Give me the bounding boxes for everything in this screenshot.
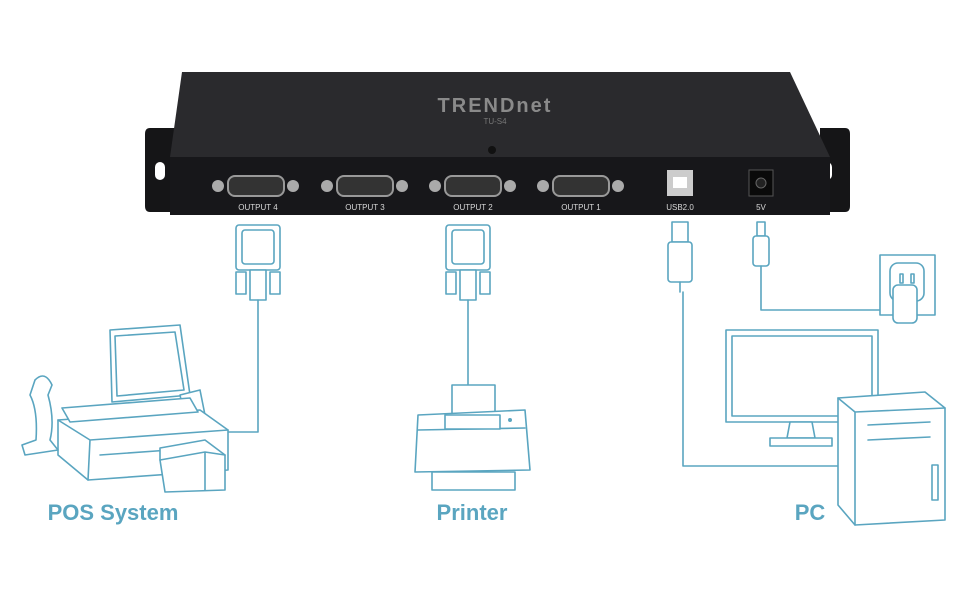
- wall-outlet-icon: [879, 254, 936, 324]
- port-label: OUTPUT 1: [561, 203, 601, 212]
- usb-port: USB2.0: [666, 170, 694, 212]
- serial-port-2: OUTPUT 2: [429, 175, 516, 212]
- serial-port-4: OUTPUT 4: [212, 175, 299, 212]
- serial-cable-pos: [211, 224, 281, 433]
- printer-icon: [414, 384, 531, 491]
- port-label: 5V: [756, 203, 766, 212]
- printer-label: Printer: [437, 500, 508, 525]
- serial-port-1: OUTPUT 1: [537, 175, 624, 212]
- bracket-hole: [155, 162, 165, 180]
- screw-icon: [488, 146, 496, 154]
- port-label: OUTPUT 4: [238, 203, 278, 212]
- pos-system-icon: [21, 324, 229, 493]
- serial-port-3: OUTPUT 3: [321, 175, 408, 212]
- port-label: USB2.0: [666, 203, 694, 212]
- pc-label: PC: [795, 500, 826, 525]
- power-port: 5V: [748, 169, 774, 212]
- usb-serial-hub: TRENDnet TU-S4 OUTPUT 4 OUTPUT 3 OUTPUT …: [145, 72, 850, 215]
- power-cable: [752, 221, 896, 311]
- device-top: [170, 72, 830, 157]
- port-label: OUTPUT 3: [345, 203, 385, 212]
- brand-logo: TRENDnet: [438, 95, 553, 117]
- pos-system-label: POS System: [48, 500, 179, 525]
- usb-cable: [667, 221, 841, 467]
- model-name: TU-S4: [483, 117, 507, 126]
- port-label: OUTPUT 2: [453, 203, 493, 212]
- pc-icon: [725, 329, 946, 526]
- serial-cable-printer: [445, 224, 491, 386]
